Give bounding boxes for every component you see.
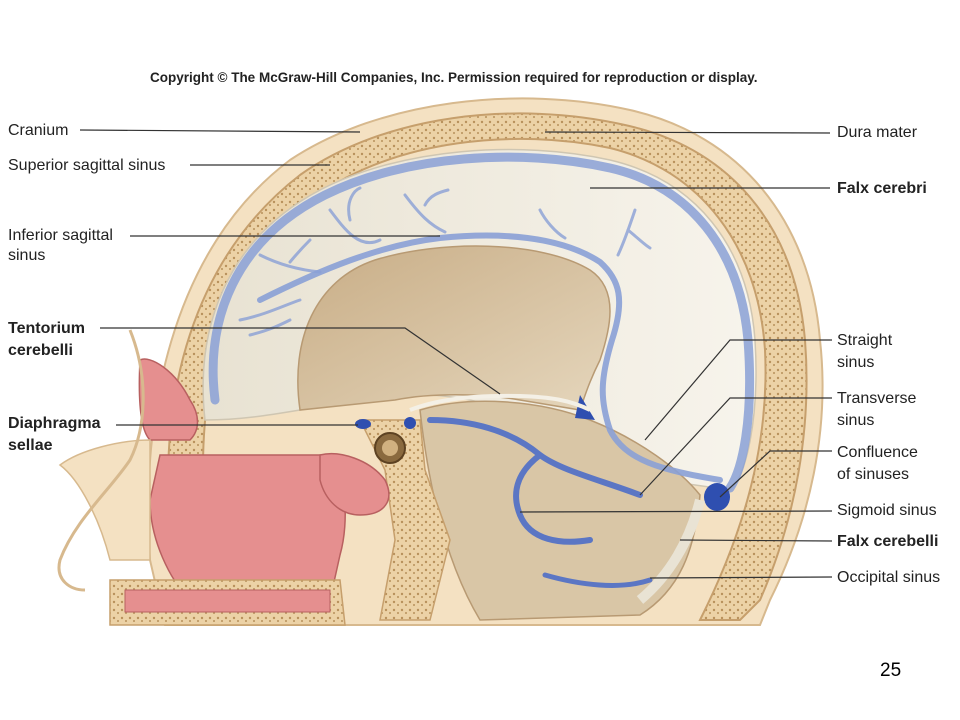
label-dura-mater: Dura mater (837, 124, 918, 141)
label-transverse-sinus-line2: sinus (837, 412, 875, 429)
label-straight-sinus-line2: sinus (837, 354, 875, 371)
transverse-sigmoid-sinus (427, 417, 643, 545)
label-falx-cerebelli: Falx cerebelli (837, 533, 939, 550)
nasal-cavity (58, 358, 390, 626)
label-inferior-sagittal-sinus-line1: Inferior sagittal (8, 227, 113, 244)
label-falx-cerebri: Falx cerebri (837, 180, 927, 197)
label-superior-sagittal-sinus: Superior sagittal sinus (8, 157, 166, 174)
inferior-sagittal-sinus (257, 232, 723, 483)
falx-cerebelli (636, 498, 705, 604)
label-confluence-of-sinuses-line2: of sinuses (837, 466, 910, 483)
label-tentorium-cerebelli-line1: Tentorium (8, 320, 86, 337)
copyright-notice: Copyright © The McGraw-Hill Companies, I… (150, 70, 758, 85)
label-cranium: Cranium (8, 122, 69, 139)
cranium-bone (167, 112, 808, 621)
label-diaphragma-sellae-line1: Diaphragma (8, 415, 101, 432)
confluence-of-sinuses (704, 483, 730, 511)
label-confluence-of-sinuses-line1: Confluence (837, 444, 918, 461)
occipital-sinus (542, 572, 653, 588)
label-diaphragma-sellae-line2: sellae (8, 437, 53, 454)
superior-sagittal-sinus (208, 152, 755, 493)
tentorium-cerebelli (409, 393, 591, 412)
label-occipital-sinus: Occipital sinus (837, 569, 941, 586)
label-inferior-sagittal-sinus-line2: sinus (8, 247, 46, 264)
label-straight-sinus-line1: Straight (837, 332, 893, 349)
face-profile (57, 329, 145, 592)
cerebral-veins (238, 186, 652, 337)
label-transverse-sinus-line1: Transverse (837, 390, 917, 407)
label-tentorium-cerebelli-line2: cerebelli (8, 342, 73, 359)
slide-number: 25 (880, 660, 902, 681)
leader-lines (79, 129, 833, 579)
label-sigmoid-sinus: Sigmoid sinus (837, 502, 937, 519)
